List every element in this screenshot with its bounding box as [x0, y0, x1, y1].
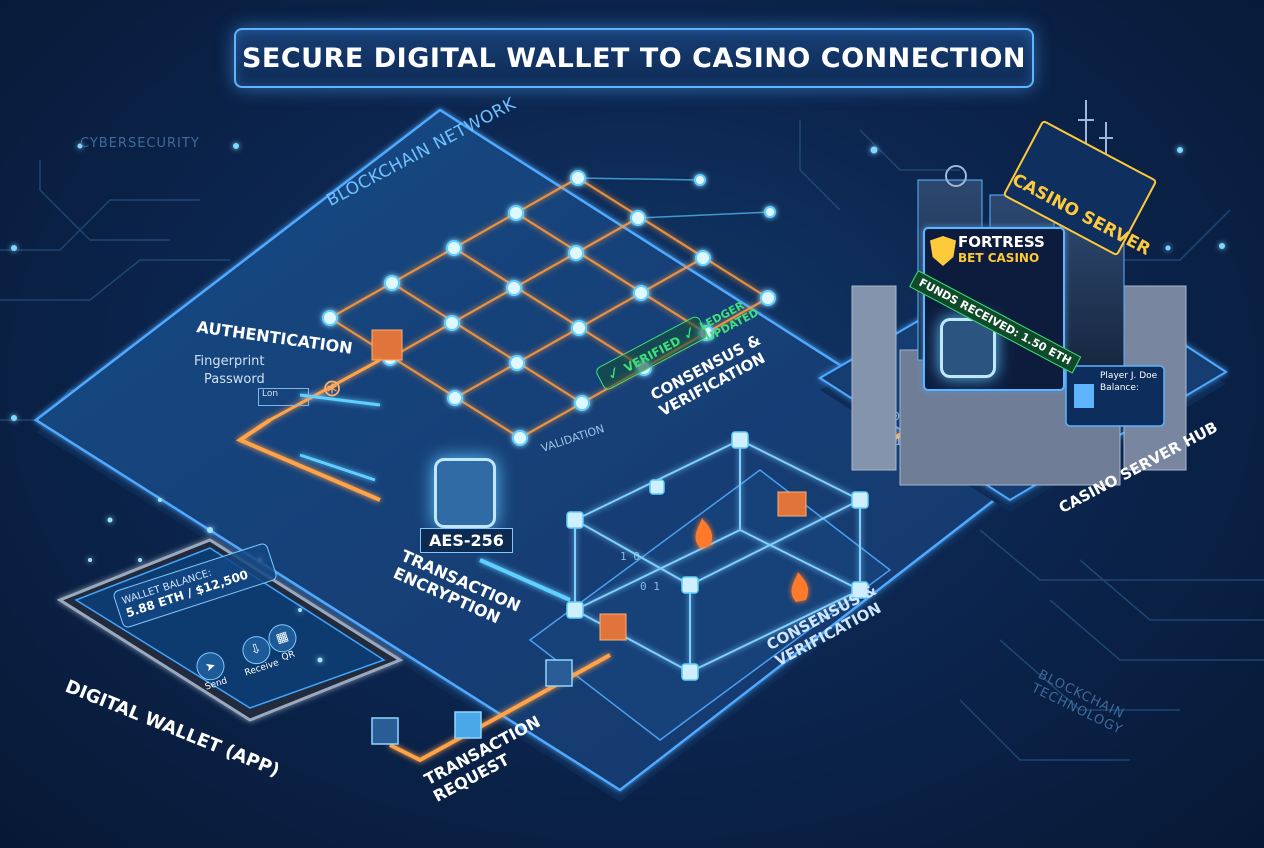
fingerprint-icon: ⊛: [322, 374, 343, 402]
casino-brand-line2: BET CASINO: [958, 251, 1040, 265]
flame-icon: [695, 518, 809, 602]
aes-text: AES-256: [429, 531, 504, 550]
casino-brand-line1: FORTRESS: [958, 233, 1045, 251]
casino-sign-board: [1003, 120, 1157, 256]
page-title: SECURE DIGITAL WALLET TO CASINO CONNECTI…: [241, 42, 1027, 74]
casino-brand: FORTRESS BET CASINO: [958, 234, 1045, 266]
aes-badge: AES-256: [420, 528, 513, 553]
lock-icon: [434, 458, 496, 528]
consensus-subplatform: [528, 469, 892, 741]
login-field[interactable]: Lon: [258, 388, 309, 406]
player-balance: Balance:: [1100, 383, 1139, 393]
player-info: Player J. Doe Balance:: [1100, 370, 1157, 394]
phone-particles: [88, 498, 323, 663]
player-card: [1065, 365, 1165, 427]
cybersecurity-label: CYBERSECURITY: [80, 136, 200, 151]
login-field-text: Lon: [262, 389, 279, 399]
title-banner: SECURE DIGITAL WALLET TO CASINO CONNECTI…: [234, 28, 1034, 88]
circuit-traces: [0, 120, 1264, 761]
svg-text:0 1: 0 1: [640, 580, 660, 593]
fingerprint-label: Fingerprint: [194, 354, 265, 369]
player-name: Player J. Doe: [1100, 371, 1158, 381]
svg-text:1 0: 1 0: [620, 550, 640, 563]
data-cubes: [371, 659, 573, 745]
password-label: Password: [204, 372, 265, 387]
firewall-icon: [371, 329, 807, 641]
consensus-cube-nodes: [566, 431, 869, 681]
circuit-nodes: [11, 143, 1225, 421]
